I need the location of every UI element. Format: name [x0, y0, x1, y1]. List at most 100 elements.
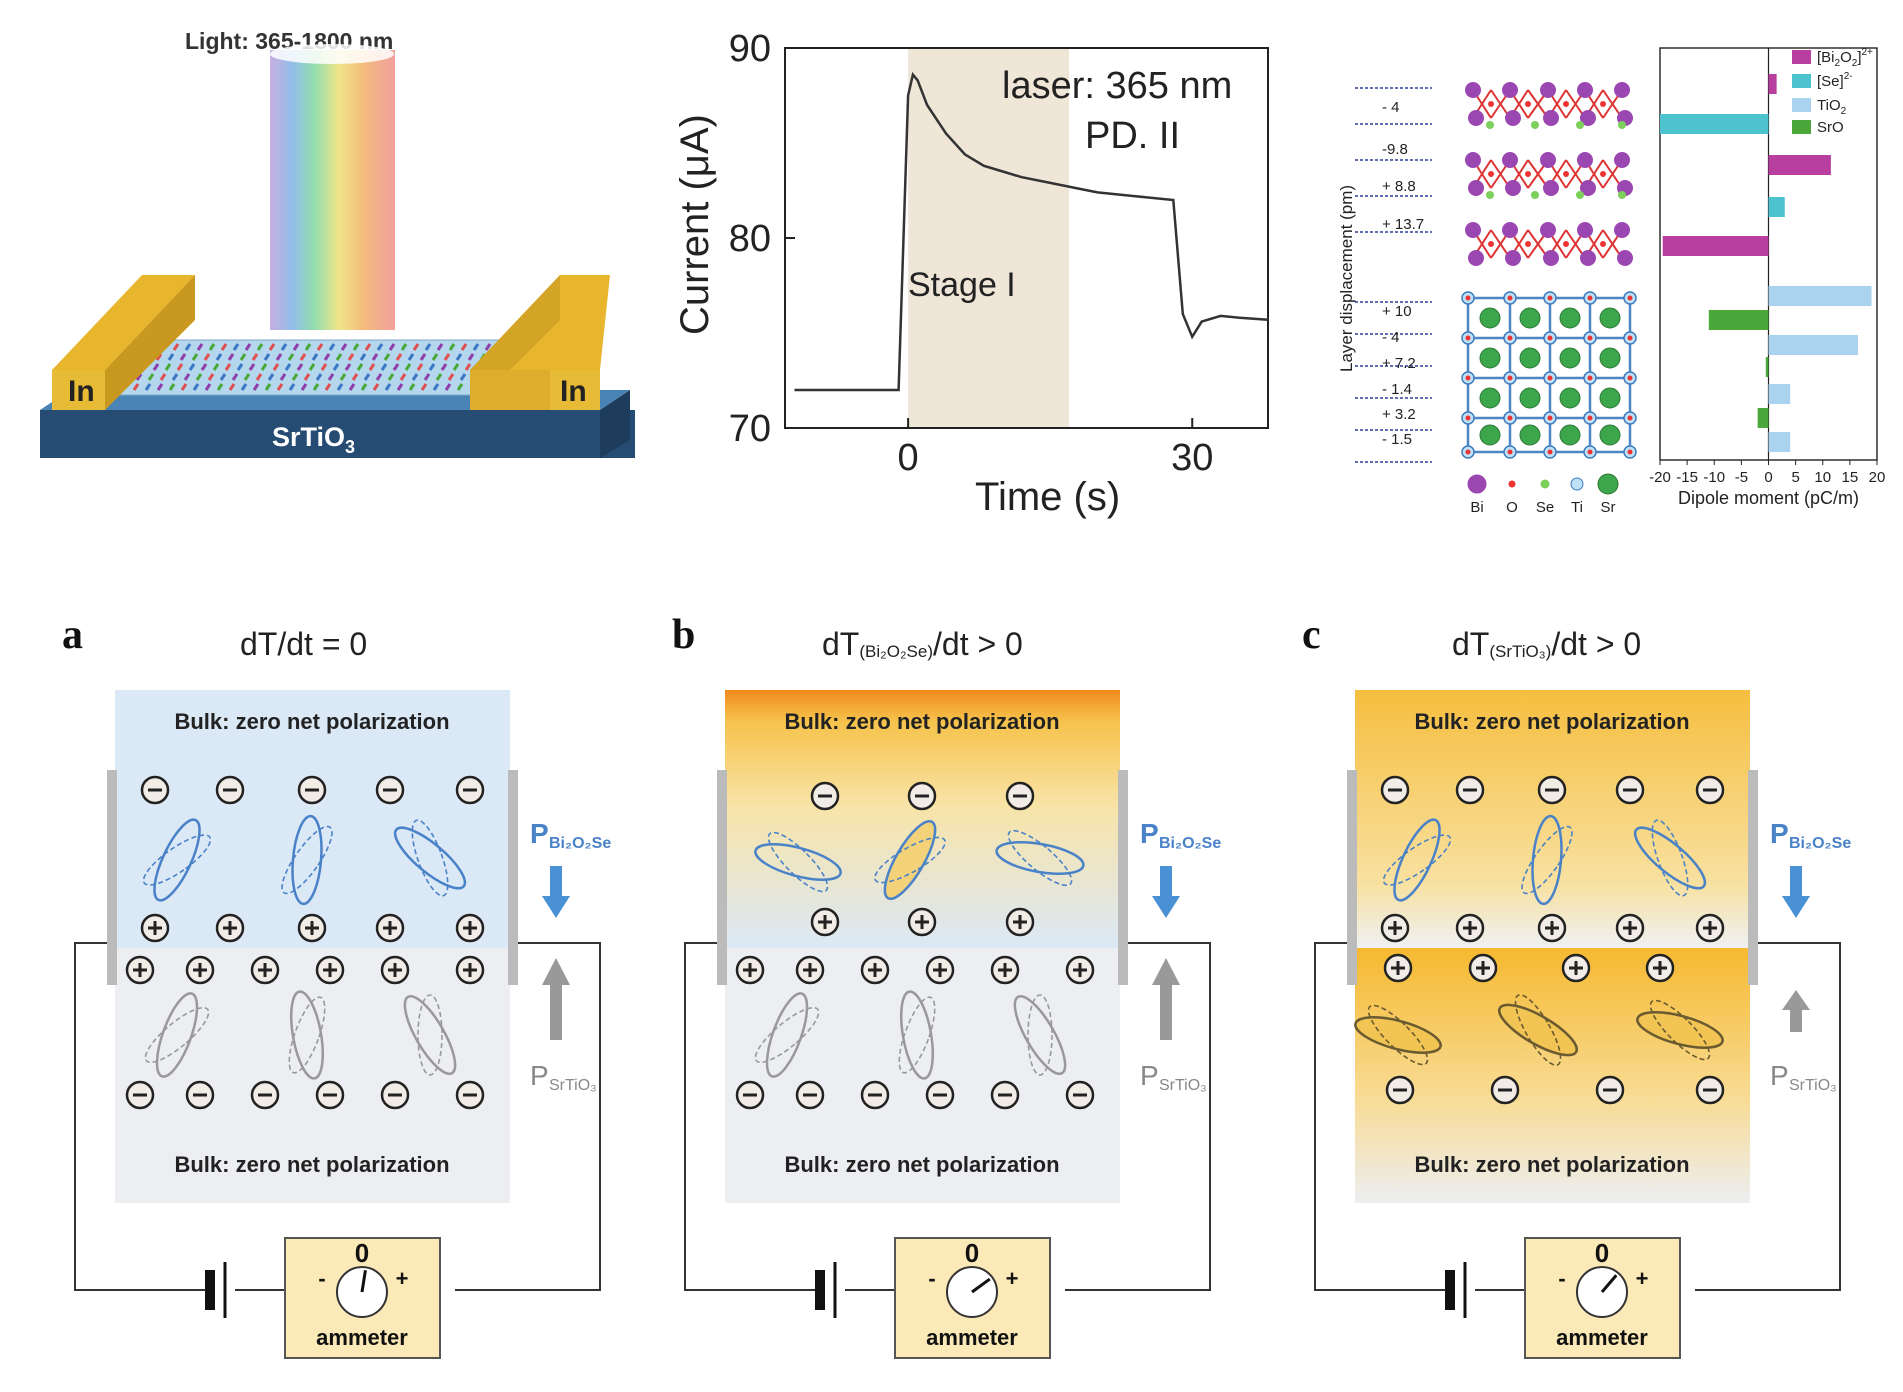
atom-swatch: [1467, 474, 1487, 494]
film-atom: [460, 343, 468, 351]
legend-label: TiO2: [1817, 97, 1847, 117]
annotation-laser: laser: 365 nm: [1002, 65, 1232, 107]
film-atom: [239, 353, 247, 361]
film-atom: [296, 363, 304, 371]
o-atom: [1465, 295, 1471, 301]
p-bottom-arrowhead: [1152, 958, 1180, 985]
film-atom: [472, 343, 480, 351]
film-atom: [263, 353, 271, 361]
sr-atom: [1519, 424, 1541, 446]
o-atom: [1547, 375, 1553, 381]
film-atom: [144, 383, 152, 391]
sr-atom: [1599, 424, 1621, 446]
bi-atom: [1577, 152, 1593, 168]
o-atom: [1547, 449, 1553, 455]
film-atom: [320, 363, 328, 371]
displacement-value: - 1.4: [1382, 381, 1412, 398]
legend-text: ]: [1857, 49, 1861, 66]
o-atom: [1587, 335, 1593, 341]
film-atom: [327, 373, 335, 381]
film-atom: [288, 383, 296, 391]
dipole-shape-dashed: [767, 831, 829, 893]
electrode-bar: [508, 770, 518, 985]
o-atom: [1525, 171, 1531, 177]
film-atom: [419, 353, 427, 361]
dipole-bar: [1768, 197, 1785, 217]
bi-atom: [1502, 222, 1518, 238]
o-atom: [1563, 101, 1569, 107]
p-top-sub: Bi₂O₂Se: [1159, 835, 1221, 852]
sr-atom: [1519, 387, 1541, 409]
legend-label: [Bi2O2]2+: [1817, 47, 1873, 69]
film-atom: [276, 383, 284, 391]
film-atom: [168, 383, 176, 391]
dipole-shape-dashed: [898, 996, 936, 1074]
dipole-shape-dashed: [1521, 825, 1573, 895]
atom-label: Sr: [1601, 499, 1616, 516]
electrode-bar: [717, 770, 727, 985]
film-atom: [395, 353, 403, 361]
dipole-ellipse: [403, 994, 457, 1076]
sr-atom: [1559, 387, 1581, 409]
displacement-value: + 13.7: [1382, 216, 1424, 233]
bi-atom: [1577, 222, 1593, 238]
film-atom: [336, 383, 344, 391]
dipole-x-axis-label: Dipole moment (pC/m): [1678, 488, 1859, 508]
film-atom: [207, 373, 215, 381]
film-atom: [408, 383, 416, 391]
p-top-arrowhead: [1782, 896, 1810, 918]
panel-letter: c: [1302, 612, 1321, 658]
film-atom: [356, 363, 364, 371]
film-atom: [256, 343, 264, 351]
film-atom: [191, 353, 199, 361]
light-beam: [270, 50, 395, 330]
dipole-ellipse: [995, 829, 1085, 887]
dipole-x-tick-label: 20: [1869, 469, 1886, 486]
dipole-shape-dashed: [1651, 819, 1689, 897]
bi-atom: [1468, 180, 1484, 196]
p-bottom-sub: SrTiO₃: [1159, 1077, 1207, 1094]
o-atom: [1507, 335, 1513, 341]
film-atom: [404, 363, 412, 371]
electrode-bar: [1347, 770, 1357, 985]
dipole-ellipse: [1633, 819, 1707, 897]
bulk-bottom-label: Bulk: zero net polarization: [174, 1152, 449, 1177]
film-atom: [220, 343, 228, 351]
bi-atom: [1580, 180, 1596, 196]
film-atom: [315, 373, 323, 381]
o-atom: [1465, 375, 1471, 381]
y-tick-label: 80: [729, 218, 771, 260]
p-bottom-arrow: [1790, 1010, 1802, 1032]
film-atom: [192, 383, 200, 391]
sr-atom: [1479, 424, 1501, 446]
dipole-x-tick-label: 10: [1814, 469, 1831, 486]
film-atom: [308, 363, 316, 371]
se-atom: [1576, 191, 1584, 199]
x-tick-label: 30: [1171, 437, 1213, 479]
ammeter-label: ammeter: [926, 1325, 1018, 1350]
bi-atom: [1580, 250, 1596, 266]
bi-atom: [1614, 222, 1630, 238]
dipole-x-tick-label: -20: [1649, 469, 1671, 486]
film-atom: [456, 383, 464, 391]
dipole-bar: [1768, 335, 1859, 355]
legend-text: O: [1840, 49, 1852, 66]
bi-atom: [1617, 250, 1633, 266]
film-atom: [335, 353, 343, 361]
film-atom: [303, 373, 311, 381]
film-atom: [360, 383, 368, 391]
p-bottom-label: P: [1770, 1060, 1789, 1091]
legend-text: [Bi: [1817, 49, 1835, 66]
displacement-value: - 1.5: [1382, 431, 1412, 448]
bi-atom: [1614, 82, 1630, 98]
ammeter-zero: 0: [355, 1238, 369, 1268]
film-atom: [287, 353, 295, 361]
film-atom: [172, 343, 180, 351]
legend-swatch: [1792, 74, 1811, 88]
o-atom: [1465, 415, 1471, 421]
film-atom: [484, 343, 492, 351]
film-atom: [228, 383, 236, 391]
